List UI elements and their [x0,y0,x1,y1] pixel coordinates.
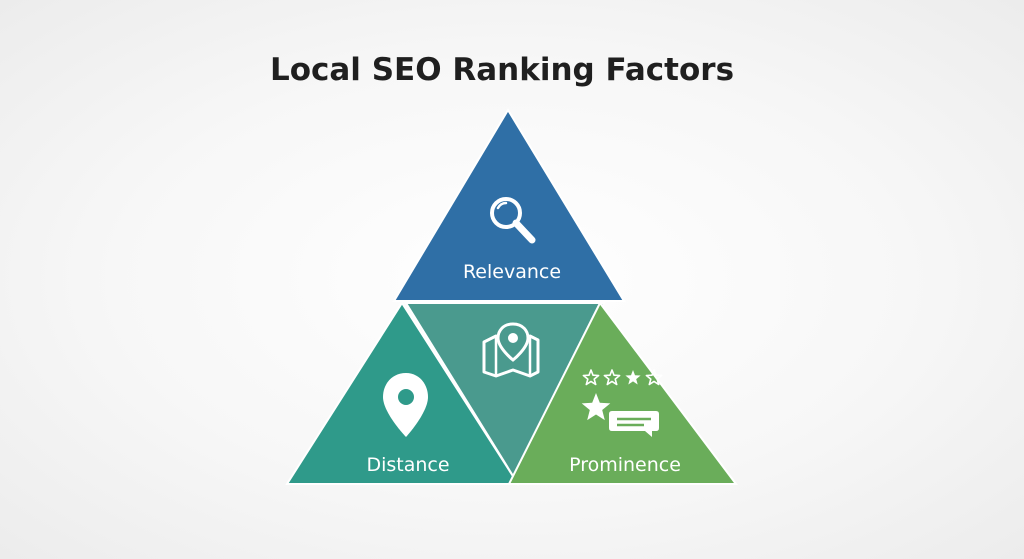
rating-star-icon [603,369,621,386]
magnifier-icon [490,197,536,244]
prominence-segment [507,301,739,485]
star-review-icon [581,393,659,437]
distance-label: Distance [366,454,449,476]
location-pin-icon [383,373,428,437]
rating-star-icon [582,369,600,386]
diagram-title: Local SEO Ranking Factors [270,52,734,88]
relevance-segment [392,108,626,302]
rating-star-icon [645,369,663,386]
speech-bubble-icon [609,411,659,437]
map-pin-icon [482,322,540,378]
rating-star-icon [625,370,641,385]
prominence-label: Prominence [569,454,681,476]
review-star-icon [581,393,611,421]
rating-stars [582,369,663,386]
relevance-label: Relevance [463,261,561,283]
